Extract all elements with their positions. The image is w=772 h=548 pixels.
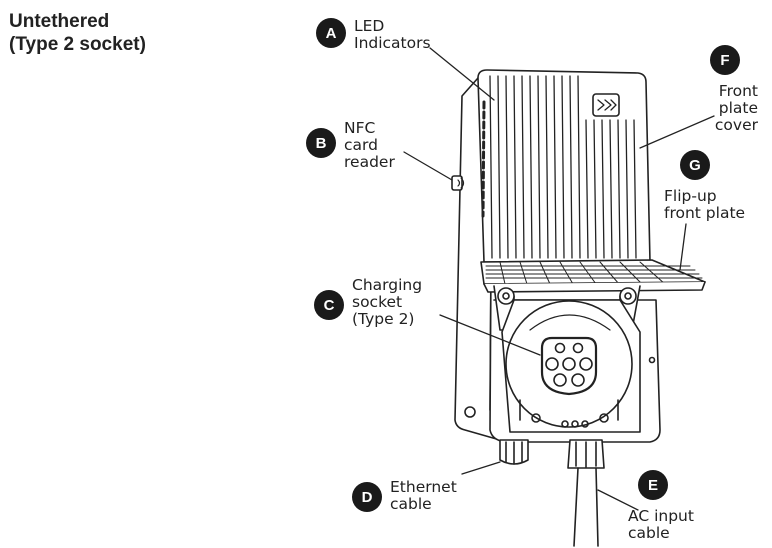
callout-d-badge: D <box>352 482 382 512</box>
title-line-2: (Type 2 socket) <box>9 34 146 55</box>
cover-ribs <box>489 75 637 259</box>
plate-grid <box>485 261 703 285</box>
callout-g-badge: G <box>680 150 710 180</box>
callout-e-badge: E <box>638 470 668 500</box>
front-plate-cover <box>477 69 651 263</box>
leader-lines <box>403 47 715 511</box>
led-strip <box>481 100 486 218</box>
nfc-reader-icon <box>451 175 465 191</box>
callout-f-badge: F <box>710 45 740 75</box>
brand-logo-icon <box>592 93 620 117</box>
callout-a-badge: A <box>316 18 346 48</box>
type2-socket <box>540 336 598 396</box>
ac-input-cable <box>573 467 599 547</box>
callout-b-badge: B <box>306 128 336 158</box>
diagram-title: Untethered (Type 2 socket) <box>9 10 146 56</box>
title-line-1: Untethered <box>9 11 110 32</box>
ac-input-gland <box>567 439 605 469</box>
callout-c-badge: C <box>314 290 344 320</box>
ethernet-gland <box>499 439 529 465</box>
